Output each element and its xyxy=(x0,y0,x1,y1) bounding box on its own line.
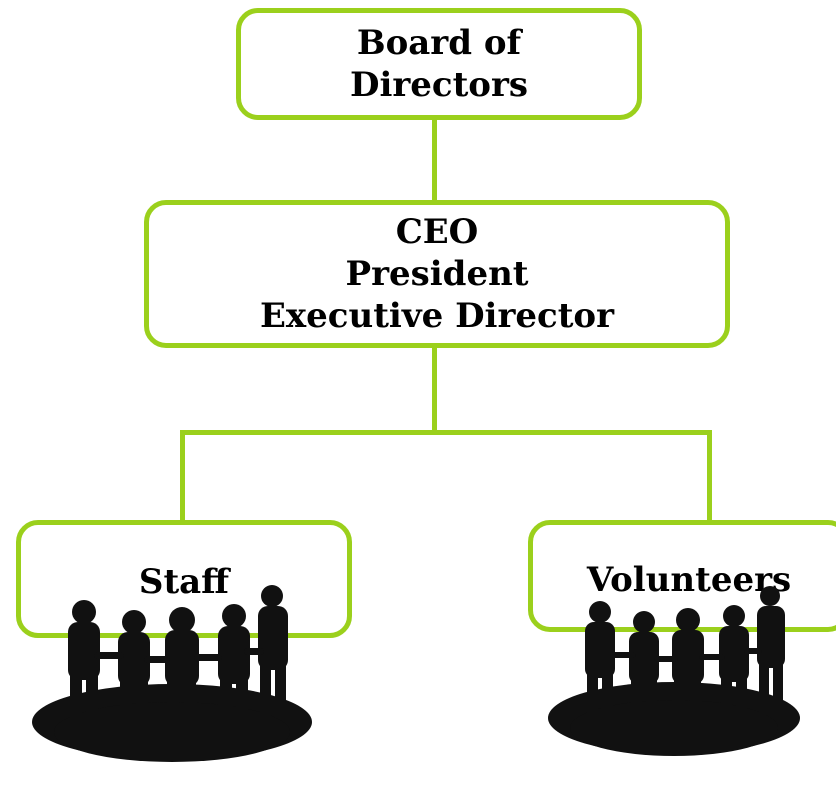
board-line-1: Board of xyxy=(356,23,522,63)
connector-volunteers xyxy=(707,430,712,522)
board-of-directors-box: Board of Directors xyxy=(236,8,642,120)
connector-ceo-down xyxy=(432,346,437,432)
connector-board-ceo xyxy=(432,118,437,202)
ceo-box: CEO President Executive Director xyxy=(144,200,730,348)
connector-horizontal xyxy=(180,430,712,435)
ceo-line-3: Executive Director xyxy=(259,296,615,336)
ceo-line-2: President xyxy=(345,254,529,294)
board-line-2: Directors xyxy=(349,65,529,105)
volunteers-label: Volunteers xyxy=(586,560,792,600)
connector-staff xyxy=(180,430,185,522)
staff-label: Staff xyxy=(138,562,230,602)
ceo-line-1: CEO xyxy=(395,212,479,252)
people-group-icon xyxy=(32,585,312,762)
people-group-icon xyxy=(548,586,800,756)
